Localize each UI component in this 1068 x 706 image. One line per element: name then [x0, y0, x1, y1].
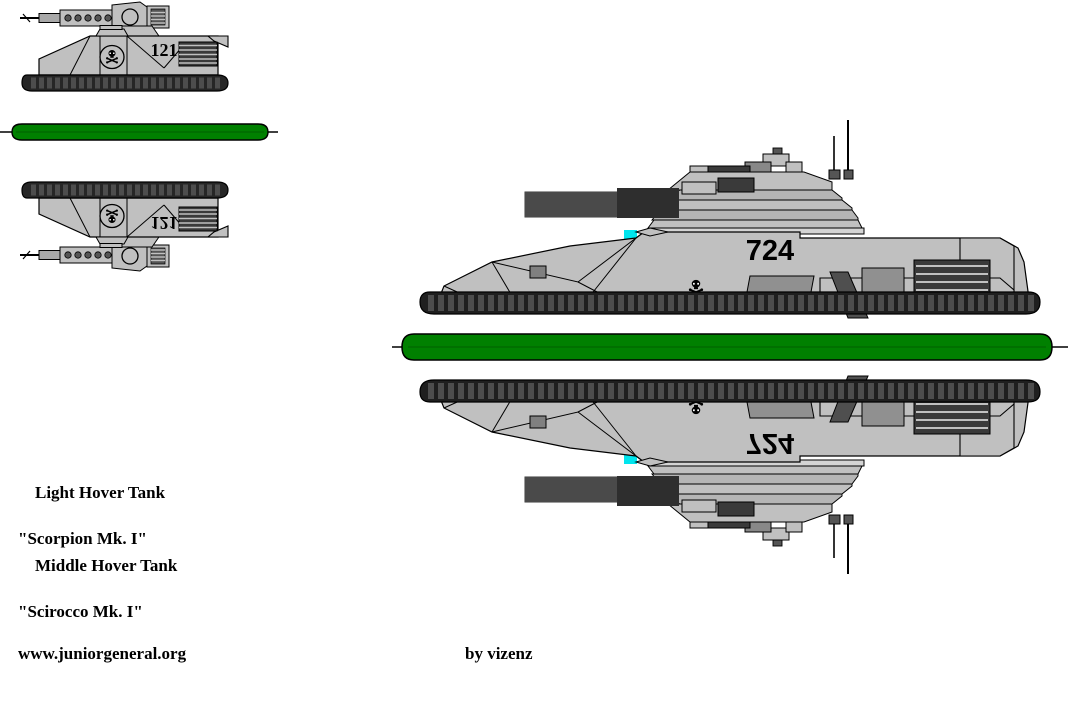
- light-tank-top-view: [20, 2, 228, 91]
- middle-tank-mirror-view: [420, 376, 1040, 574]
- middle-tank-caption: Middle Hover Tank "Scirocco Mk. I": [18, 531, 177, 669]
- light-tank-caption-line2: "Scorpion Mk. I": [18, 529, 147, 548]
- light-tank-caption: Light Hover Tank "Scorpion Mk. I": [18, 458, 165, 596]
- middle-tank-top-view: [420, 120, 1040, 318]
- light-tank-caption-line1: Light Hover Tank: [35, 483, 166, 502]
- middle-tank-caption-line1: Middle Hover Tank: [35, 556, 178, 575]
- website-url: www.juniorgeneral.org: [18, 644, 187, 663]
- middle-tank-caption-line2: "Scirocco Mk. I": [18, 602, 143, 621]
- light-tank-hover-bar: [0, 123, 278, 141]
- middle-tank-hover-bar: [392, 333, 1068, 361]
- artist-credit: by vizenz: [465, 644, 533, 663]
- light-tank-mirror-view: [20, 182, 228, 271]
